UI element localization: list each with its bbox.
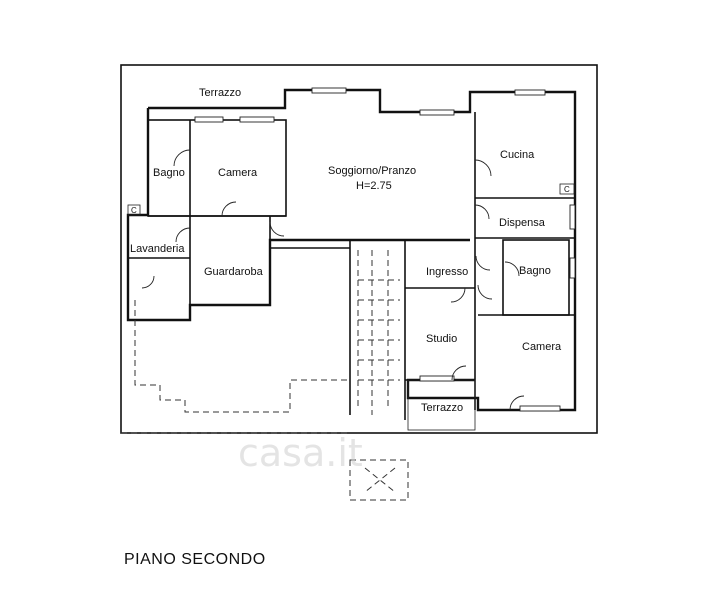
window <box>419 375 455 382</box>
room-label-guardaroba: Guardaroba <box>204 266 264 278</box>
room-label-dispensa: Dispensa <box>499 217 546 229</box>
room-label-terrazzo-bottom: Terrazzo <box>421 402 463 414</box>
outer-terrace-border <box>120 64 598 434</box>
door-swing <box>175 227 191 243</box>
window <box>419 109 455 116</box>
watermark: casa.it <box>238 431 363 475</box>
room-label-bagno-left: Bagno <box>153 167 185 179</box>
door-swing <box>477 284 493 300</box>
building-outline <box>126 88 577 412</box>
door-swing <box>474 204 490 220</box>
room-label-camera-right: Camera <box>522 341 562 353</box>
room-label-lavanderia: Lavanderia <box>130 243 185 255</box>
room-label-ingresso: Ingresso <box>426 266 468 278</box>
room-label-bagno-right: Bagno <box>519 265 551 277</box>
door-swing <box>475 255 491 271</box>
door-swing <box>221 201 237 217</box>
door-swing <box>450 287 466 303</box>
door-swing <box>474 159 492 177</box>
lower-level-outline <box>134 300 350 413</box>
room-label-soggiorno: Soggiorno/Pranzo <box>328 165 416 177</box>
window <box>569 257 576 279</box>
window <box>569 204 576 230</box>
door-swing <box>141 275 155 289</box>
stair-treads <box>357 250 400 415</box>
door-swing <box>509 395 525 411</box>
lower-entrance-cross <box>364 467 396 493</box>
door-swing <box>269 221 285 237</box>
window <box>519 405 561 412</box>
window <box>514 89 546 96</box>
door-swing <box>173 149 191 167</box>
room-label-cucina: Cucina <box>500 149 535 161</box>
chimney-marker <box>127 204 141 216</box>
chimney-marker <box>559 183 575 195</box>
room-label-camera-left: Camera <box>218 167 258 179</box>
window <box>311 87 347 94</box>
window <box>239 116 275 123</box>
chimney-label: C <box>564 185 570 194</box>
room-label-terrazzo-top: Terrazzo <box>199 87 241 99</box>
plan-title: PIANO SECONDO <box>124 551 266 568</box>
lower-entrance-outline <box>349 459 409 501</box>
chimney-label: C <box>131 206 137 215</box>
window <box>194 116 224 123</box>
door-swing <box>451 365 467 381</box>
room-label-studio: Studio <box>426 333 457 345</box>
bagno-right-walls <box>502 239 570 316</box>
room-label-height: H=2.75 <box>356 180 392 192</box>
door-swing <box>504 261 520 277</box>
